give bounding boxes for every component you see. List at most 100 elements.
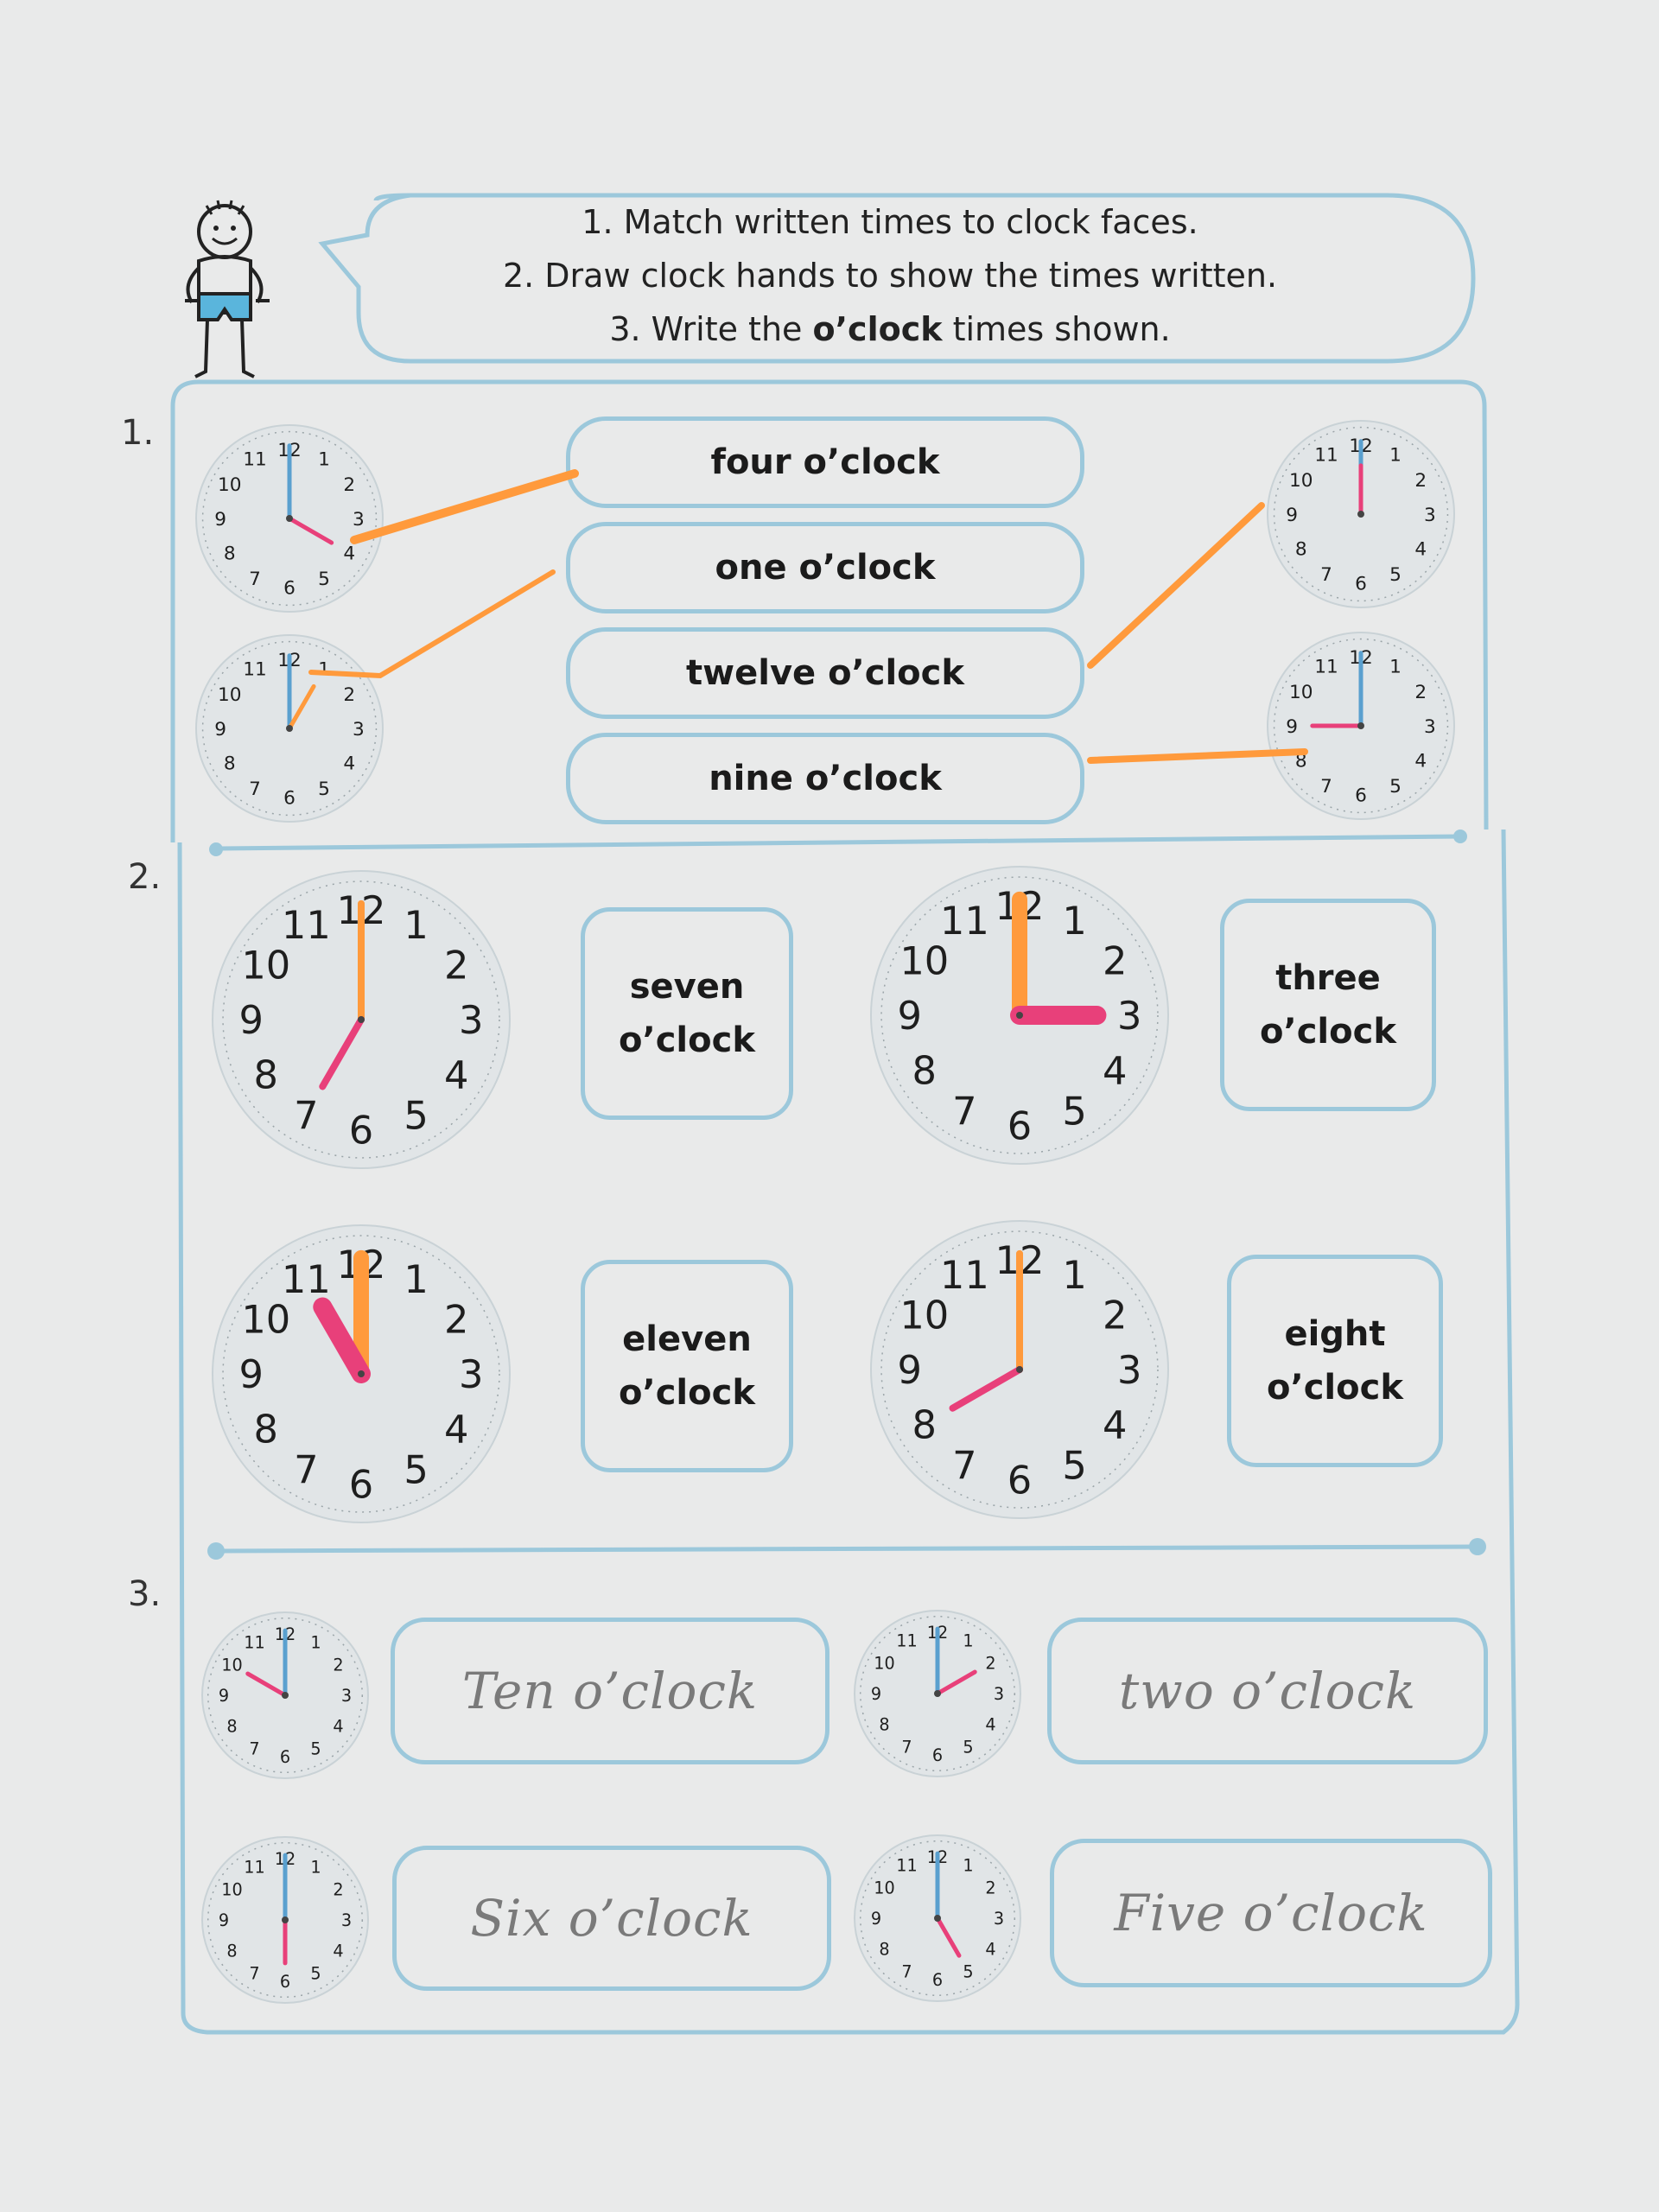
clock-number: 2 bbox=[444, 942, 468, 988]
clock-number: 5 bbox=[963, 1961, 973, 1981]
minute-ticks bbox=[880, 876, 1159, 1154]
minute-ticks bbox=[222, 1235, 500, 1513]
clock-center bbox=[934, 1690, 941, 1697]
minute-ticks bbox=[207, 1617, 364, 1774]
clock-2a: 121234567891011 bbox=[212, 870, 511, 1169]
clock-number: 6 bbox=[1007, 1103, 1032, 1148]
clock-number: 4 bbox=[1103, 1402, 1127, 1448]
answer-box-five[interactable]: Five o’clock bbox=[1050, 1839, 1492, 1987]
clock-number: 2 bbox=[985, 1653, 995, 1673]
clock-number: 6 bbox=[280, 1972, 290, 1992]
clock-number: 11 bbox=[940, 898, 989, 944]
clock-number: 9 bbox=[214, 509, 226, 531]
clock-number: 9 bbox=[871, 1909, 881, 1929]
answer-box-six[interactable]: Six o’clock bbox=[392, 1846, 831, 1991]
clock-number: 5 bbox=[310, 1963, 321, 1983]
clock-number: 10 bbox=[221, 1655, 242, 1675]
clock-number: 7 bbox=[1320, 564, 1332, 586]
clock-number: 1 bbox=[1062, 898, 1086, 944]
clock-number: 9 bbox=[897, 1347, 921, 1393]
clock-number: 8 bbox=[1295, 751, 1307, 772]
clock-2c: 121234567891011 bbox=[212, 1224, 511, 1523]
match-label-twelve[interactable]: twelve o’clock bbox=[566, 627, 1084, 719]
clock-number: 7 bbox=[294, 1446, 318, 1492]
clock-number: 9 bbox=[238, 997, 263, 1043]
clock-number: 9 bbox=[214, 719, 226, 741]
hour-hand bbox=[319, 1016, 365, 1090]
clock-number: 10 bbox=[218, 474, 241, 496]
clock-number: 8 bbox=[912, 1402, 937, 1448]
hour-hand bbox=[287, 683, 316, 731]
match-label-one[interactable]: one o’clock bbox=[566, 522, 1084, 613]
clock-number: 3 bbox=[1424, 505, 1436, 526]
clock-number: 3 bbox=[459, 1351, 483, 1397]
clock-number: 9 bbox=[1286, 716, 1298, 738]
match-label-four[interactable]: four o’clock bbox=[566, 416, 1084, 508]
clock-number: 7 bbox=[901, 1737, 912, 1757]
clock-number: 1 bbox=[404, 1256, 428, 1302]
clock-number: 2 bbox=[444, 1296, 468, 1342]
minute-ticks bbox=[207, 1841, 364, 1999]
minute-ticks bbox=[859, 1840, 1016, 1997]
section-number-2: 2. bbox=[128, 857, 162, 897]
clock-number: 9 bbox=[1286, 505, 1298, 526]
clock-number: 8 bbox=[224, 543, 236, 565]
clock-number: 8 bbox=[254, 1052, 278, 1098]
clock-number: 8 bbox=[226, 1941, 237, 1961]
clock-number: 5 bbox=[318, 779, 330, 800]
clock-number: 6 bbox=[283, 578, 296, 600]
clock-center bbox=[286, 725, 293, 732]
match-label-nine[interactable]: nine o’clock bbox=[566, 733, 1084, 824]
clock-number: 3 bbox=[1424, 716, 1436, 738]
clock-number: 9 bbox=[219, 1686, 229, 1706]
clock-number: 7 bbox=[294, 1092, 318, 1138]
clock-3b: 121234567891011 bbox=[854, 1610, 1021, 1777]
clock-number: 1 bbox=[963, 1630, 973, 1650]
answer-box-ten[interactable]: Ten o’clock bbox=[391, 1618, 830, 1764]
clock-number: 2 bbox=[1103, 938, 1127, 983]
clock-number: 11 bbox=[243, 659, 266, 681]
minute-ticks bbox=[201, 430, 378, 607]
clock-number: 2 bbox=[333, 1879, 343, 1899]
hour-hand bbox=[287, 516, 334, 545]
clock-number: 11 bbox=[282, 1256, 331, 1302]
instructions: 1. Match written times to clock faces. 2… bbox=[328, 195, 1452, 356]
clock-number: 8 bbox=[912, 1048, 937, 1094]
clock-number: 6 bbox=[1007, 1457, 1032, 1503]
clock-number: 10 bbox=[241, 1296, 290, 1342]
minute-ticks bbox=[859, 1615, 1016, 1772]
clock-number: 2 bbox=[1414, 682, 1427, 703]
clock-number: 8 bbox=[879, 1714, 889, 1734]
clock-number: 3 bbox=[994, 1684, 1004, 1704]
section-number-1: 1. bbox=[121, 413, 155, 453]
minute-ticks bbox=[222, 880, 500, 1159]
hour-hand bbox=[313, 1297, 371, 1383]
hour-hand bbox=[245, 1671, 288, 1698]
clock-1b: 121234567891011 bbox=[195, 634, 384, 823]
clock-number: 9 bbox=[219, 1910, 229, 1930]
clock-number: 2 bbox=[985, 1878, 995, 1897]
clock-center bbox=[934, 1915, 941, 1922]
clock-1a: 121234567891011 bbox=[195, 424, 384, 613]
clock-number: 10 bbox=[899, 938, 949, 983]
instruction-2: 2. Draw clock hands to show the times wr… bbox=[502, 257, 1278, 295]
clock-number: 6 bbox=[349, 1461, 373, 1507]
clock-number: 5 bbox=[404, 1446, 428, 1492]
hour-hand bbox=[949, 1366, 1023, 1412]
clock-number: 8 bbox=[879, 1939, 889, 1959]
clock-number: 1 bbox=[310, 1632, 321, 1652]
answer-box-two[interactable]: two o’clock bbox=[1047, 1618, 1488, 1764]
clock-number: 9 bbox=[238, 1351, 263, 1397]
clock-number: 7 bbox=[952, 1442, 976, 1488]
clock-1d: 121234567891011 bbox=[1267, 632, 1455, 820]
clock-number: 4 bbox=[1414, 751, 1427, 772]
clock-number: 7 bbox=[249, 779, 261, 800]
clock-number: 8 bbox=[224, 753, 236, 775]
clock-number: 5 bbox=[1062, 1442, 1086, 1488]
clock-number: 11 bbox=[940, 1252, 989, 1298]
